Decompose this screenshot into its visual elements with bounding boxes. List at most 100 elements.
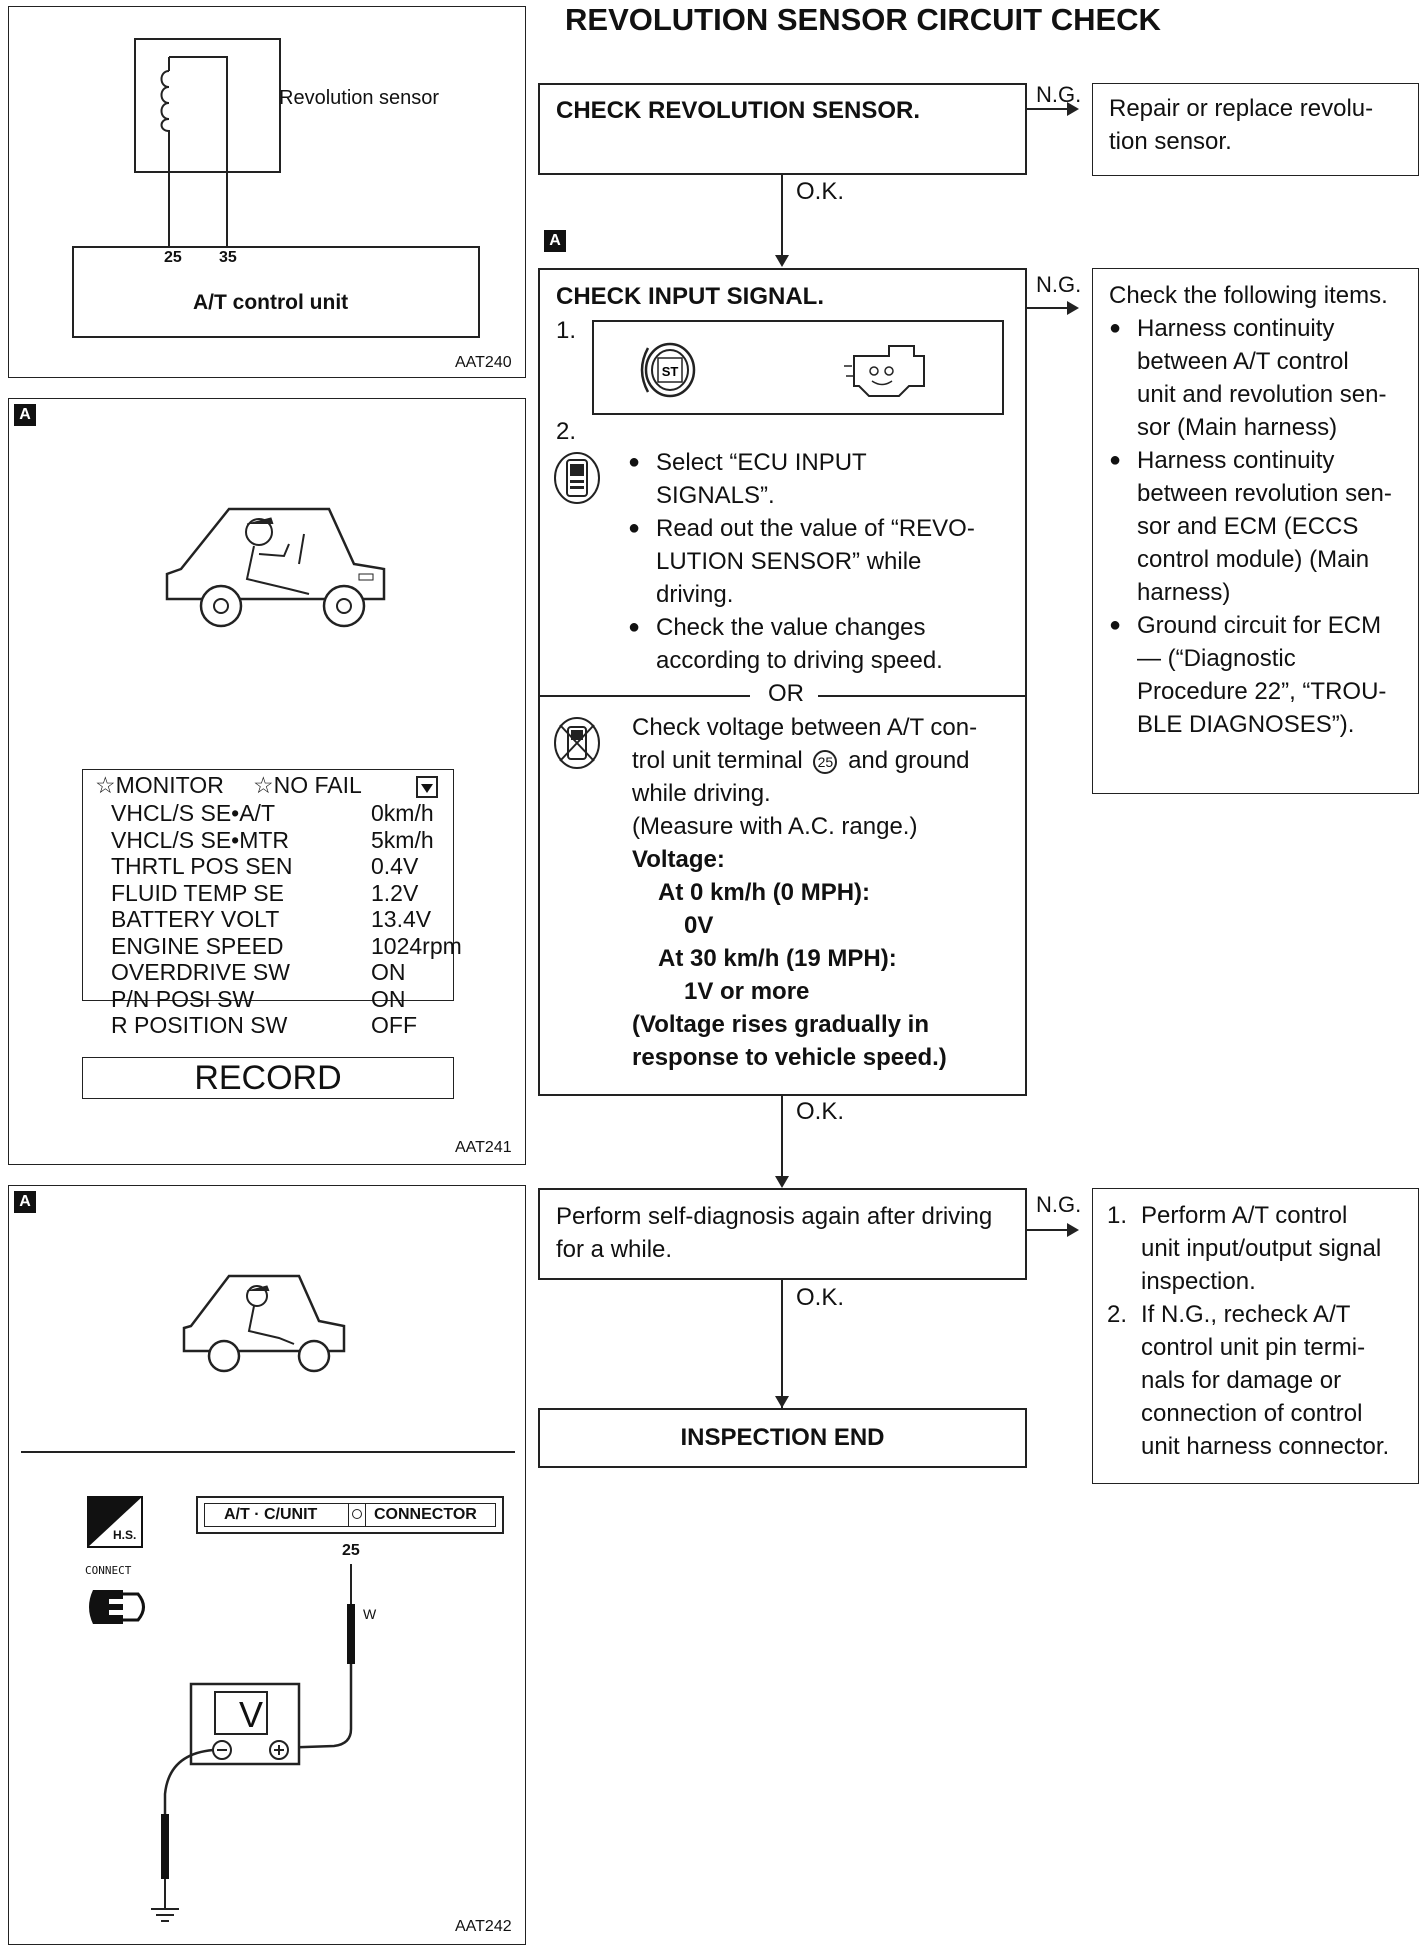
control-unit-label: A/T control unit: [193, 291, 349, 314]
terminal-25-circle: 25: [813, 749, 838, 774]
hs-icon-frame: [87, 1496, 143, 1548]
driver-car-icon: [182, 1274, 346, 1373]
step1-ng-line: [1027, 108, 1067, 110]
step3-ng-label: N.G.: [1036, 1192, 1082, 1217]
or-divider-right: [818, 695, 1027, 697]
manual-check-text: Check voltage between A/T con- trol unit…: [632, 714, 978, 1071]
step3-box: Perform self-diagnosis again after drivi…: [538, 1188, 1027, 1280]
scroll-down-icon[interactable]: [416, 776, 438, 798]
connector-icon: [89, 1590, 145, 1624]
step1-ng-box: Repair or replace revolu- tion sensor.: [1092, 83, 1419, 176]
terminal-25-label: 25: [342, 1542, 360, 1559]
hs-label: H.S.: [113, 1528, 137, 1542]
figure-circuit: Revolution sensor 25 35 A/T control unit…: [8, 6, 526, 378]
step2-ng-line: [1027, 307, 1067, 309]
figure-voltage-check: A H.S. CONNECT A/T · C/UNIT CONNECTOR 25: [8, 1185, 526, 1945]
step2-ok-line: [781, 1096, 783, 1178]
step1-ok-line: [781, 175, 783, 257]
record-button[interactable]: RECORD: [82, 1057, 454, 1099]
no-consult-icon: [554, 717, 600, 769]
step1-ok-arrow: [775, 255, 789, 267]
step1-title: CHECK REVOLUTION SENSOR.: [556, 97, 921, 124]
wire-color-label: W: [363, 1606, 377, 1622]
inspection-end-label: INSPECTION END: [680, 1424, 885, 1451]
st-text: ST: [662, 364, 679, 379]
divider: [21, 1451, 515, 1453]
connector-left-label: A/T · C/UNIT: [224, 1506, 318, 1523]
step1-ng-text: Repair or replace revolu- tion sensor.: [1109, 95, 1374, 155]
ng-item: Ground circuit for ECM— (“DiagnosticProc…: [1107, 609, 1412, 741]
consult-step: Read out the value of “REVO-LUTION SENSO…: [626, 512, 1016, 611]
consult-header-right: ☆NO FAIL: [253, 772, 362, 798]
step2-num1: 1.: [556, 317, 577, 344]
or-divider-left: [540, 695, 750, 697]
inspection-end-box: INSPECTION END: [538, 1408, 1027, 1468]
figure-code: AAT242: [455, 1918, 512, 1935]
ignition-start-icon: ST: [640, 342, 696, 398]
step3-ok-label: O.K.: [796, 1284, 845, 1311]
consult-header-left: ☆MONITOR: [95, 772, 224, 798]
step2-ng-box: Check the following items. Harness conti…: [1092, 268, 1419, 794]
page-title: REVOLUTION SENSOR CIRCUIT CHECK: [565, 2, 1161, 37]
engine-running-icon: [844, 345, 925, 397]
connector-label-frame: A/T · C/UNIT CONNECTOR: [196, 1496, 504, 1534]
step1-ok-label: O.K.: [796, 178, 845, 205]
step3-ng-arrow: [1067, 1223, 1079, 1237]
step3-ng-line: [1027, 1229, 1067, 1231]
figure-code: AAT241: [455, 1139, 512, 1156]
step2-ng-label: N.G.: [1036, 272, 1082, 297]
step2-ok-label: O.K.: [796, 1098, 845, 1125]
driver-car-icon: [165, 507, 386, 628]
figure-code: AAT240: [455, 354, 512, 371]
connect-label: CONNECT: [85, 1564, 132, 1577]
step2-num2: 2.: [556, 418, 577, 445]
voltmeter-probe-diagram: [151, 1564, 355, 1922]
step-marker-a: A: [544, 230, 566, 252]
connector-right-label: CONNECTOR: [374, 1506, 477, 1523]
connector-pin-icon: [348, 1503, 366, 1527]
step2-ng-intro: Check the following items.: [1109, 282, 1388, 309]
step1-ng-arrow: [1067, 102, 1079, 116]
consult-tester-icon: [554, 452, 600, 504]
sensor-label: Revolution sensor: [279, 87, 440, 109]
step-marker-a: A: [14, 1191, 36, 1213]
step-marker-a: A: [14, 404, 36, 426]
step3-ok-line: [781, 1280, 783, 1408]
step1-box: CHECK REVOLUTION SENSOR.: [538, 83, 1027, 175]
step2-title: CHECK INPUT SIGNAL.: [556, 283, 825, 310]
circuit-diagram: [72, 38, 480, 338]
step2-icons-frame: ST: [592, 320, 1004, 415]
step3-ok-arrow: [775, 1396, 789, 1408]
step1-ng-label: N.G.: [1036, 82, 1082, 107]
step2-ok-arrow: [775, 1176, 789, 1188]
voltmeter-label: V: [239, 1694, 264, 1735]
step2-ng-arrow: [1067, 301, 1079, 315]
or-label: OR: [768, 680, 804, 707]
pin-35-label: 35: [219, 249, 237, 266]
pin-25-label: 25: [164, 249, 182, 266]
step3-text: Perform self-diagnosis again after drivi…: [556, 1203, 993, 1263]
step2-box: CHECK INPUT SIGNAL. 1. ST 2. Select “ECU…: [538, 268, 1027, 1096]
